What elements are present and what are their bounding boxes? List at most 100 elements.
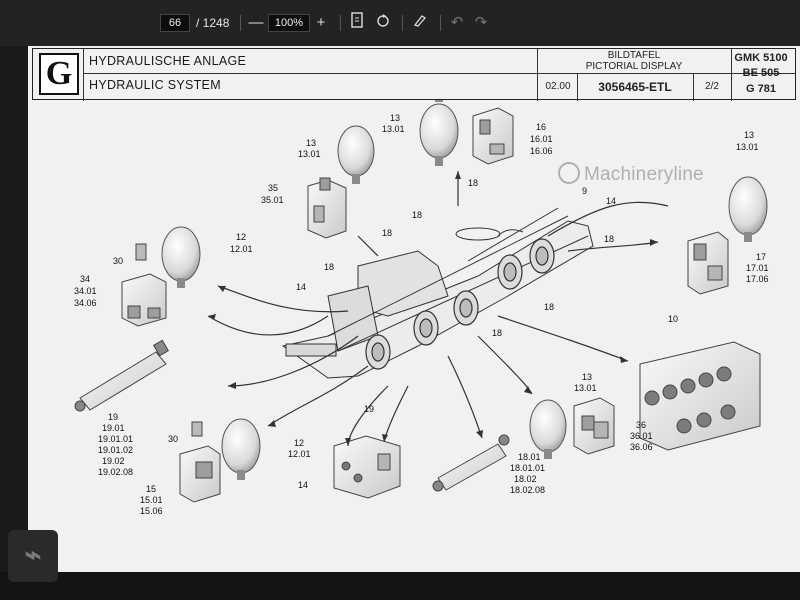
page-number-input[interactable]: 66 (160, 14, 190, 32)
model-be: BE 505 (742, 67, 780, 79)
zoom-level-input[interactable]: 100% (268, 14, 310, 32)
title-block: G HYDRAULISCHE ANLAGE HYDRAULIC SYSTEM B… (32, 48, 796, 101)
title-divider (693, 74, 694, 101)
svg-text:13.01: 13.01 (298, 149, 321, 159)
document-number: 3056465-ETL (598, 80, 672, 94)
svg-text:13.01: 13.01 (574, 383, 597, 393)
valve-block-34 (121, 243, 167, 327)
valve-block-36 (573, 397, 615, 455)
svg-text:12.01: 12.01 (288, 449, 311, 459)
watermark-text: Machineryline (584, 164, 704, 185)
svg-text:19.01.02: 19.01.02 (98, 445, 133, 455)
svg-text:34.01: 34.01 (74, 286, 97, 296)
svg-text:19: 19 (364, 404, 374, 414)
model-gmk: GMK 5100 (734, 52, 788, 64)
svg-text:35: 35 (268, 183, 278, 193)
cylinder-18 (432, 434, 510, 492)
svg-text:18: 18 (604, 234, 614, 244)
svg-text:30: 30 (168, 434, 178, 444)
arrow-heads (208, 171, 658, 446)
svg-text:19.02.08: 19.02.08 (98, 467, 133, 477)
svg-text:17.06: 17.06 (746, 274, 769, 284)
valve-block-15 (179, 421, 221, 503)
svg-text:16: 16 (536, 122, 546, 132)
toolbar-separator (440, 15, 441, 31)
svg-text:18.02.08: 18.02.08 (510, 485, 545, 495)
svg-text:18: 18 (382, 228, 392, 238)
version-number: 02.00 (545, 81, 571, 92)
svg-text:34: 34 (80, 274, 90, 284)
svg-text:15.06: 15.06 (140, 506, 163, 516)
title-german: HYDRAULISCHE ANLAGE (89, 54, 247, 68)
svg-text:17.01: 17.01 (746, 263, 769, 273)
svg-text:36.01: 36.01 (630, 431, 653, 441)
draw-icon[interactable] (410, 12, 432, 34)
monitor-bezel (0, 572, 800, 600)
valve-block-14 (333, 435, 401, 499)
svg-text:19.01.01: 19.01.01 (98, 434, 133, 444)
svg-text:14: 14 (296, 282, 306, 292)
svg-text:14: 14 (606, 196, 616, 206)
accumulator-13-bottom-right (529, 399, 567, 459)
viewer-toolbar: 66 / 1248 — 100% + ↶ ↷ (0, 0, 800, 46)
svg-text:18: 18 (544, 302, 554, 312)
toolbar-separator (402, 15, 403, 31)
zoom-in-button[interactable]: + (316, 14, 326, 31)
svg-text:18.01.01: 18.01.01 (510, 463, 545, 473)
toolbar-separator (340, 15, 341, 31)
svg-text:13: 13 (390, 113, 400, 123)
svg-text:18: 18 (412, 210, 422, 220)
title-divider (537, 49, 538, 101)
svg-text:15.01: 15.01 (140, 495, 163, 505)
valve-block-16 (472, 107, 514, 165)
cylinder-19 (74, 339, 170, 412)
rotate-icon[interactable] (372, 12, 394, 34)
svg-text:13: 13 (744, 130, 754, 140)
svg-text:12.01: 12.01 (230, 244, 253, 254)
svg-text:15: 15 (146, 484, 156, 494)
zoom-out-button[interactable]: — (248, 14, 264, 31)
title-divider (83, 49, 84, 101)
svg-text:18: 18 (324, 262, 334, 272)
valve-block-35 (307, 177, 347, 239)
svg-text:19.02: 19.02 (102, 456, 125, 466)
svg-text:36: 36 (636, 420, 646, 430)
svg-text:16.06: 16.06 (530, 146, 553, 156)
svg-text:18: 18 (492, 328, 502, 338)
grove-logo: G (39, 53, 79, 95)
corner-logo-icon: ⌁ (8, 530, 58, 582)
crane-wheels (365, 238, 555, 370)
svg-text:12: 12 (236, 232, 246, 242)
title-divider (731, 49, 732, 101)
undo-icon[interactable]: ↶ (450, 14, 464, 31)
hydraulic-diagram: 13 13.01 13 13.01 16 16.01 16.06 13 13.0… (74, 94, 769, 516)
svg-text:34.06: 34.06 (74, 298, 97, 308)
svg-text:18: 18 (468, 178, 478, 188)
title-divider (577, 74, 578, 101)
accumulator-13-top (419, 94, 459, 166)
accumulator-12-bottom (221, 418, 261, 480)
svg-text:35.01: 35.01 (261, 195, 284, 205)
callout-labels: 13 13.01 13 13.01 16 16.01 16.06 13 13.0… (74, 113, 769, 516)
svg-text:18.02: 18.02 (514, 474, 537, 484)
svg-text:13.01: 13.01 (736, 142, 759, 152)
svg-text:13: 13 (582, 372, 592, 382)
toolbar-separator (240, 15, 241, 31)
model-g: G 781 (746, 83, 776, 95)
accumulator-13-right (728, 176, 768, 242)
sheet-number: 2/2 (705, 81, 719, 92)
title-english: HYDRAULIC SYSTEM (89, 78, 221, 92)
redo-icon[interactable]: ↷ (474, 14, 488, 31)
svg-text:12: 12 (294, 438, 304, 448)
svg-text:13: 13 (306, 138, 316, 148)
svg-text:14: 14 (298, 480, 308, 490)
valve-block-17 (687, 231, 729, 295)
svg-text:18.01: 18.01 (518, 452, 541, 462)
accumulator-12-left (161, 226, 201, 288)
svg-text:36.06: 36.06 (630, 442, 653, 452)
watermark-logo-icon (558, 162, 580, 184)
svg-text:10: 10 (668, 314, 678, 324)
fit-page-icon[interactable] (346, 12, 368, 34)
bildtafel-label: BILDTAFEL (607, 50, 661, 61)
svg-text:19.01: 19.01 (102, 423, 125, 433)
